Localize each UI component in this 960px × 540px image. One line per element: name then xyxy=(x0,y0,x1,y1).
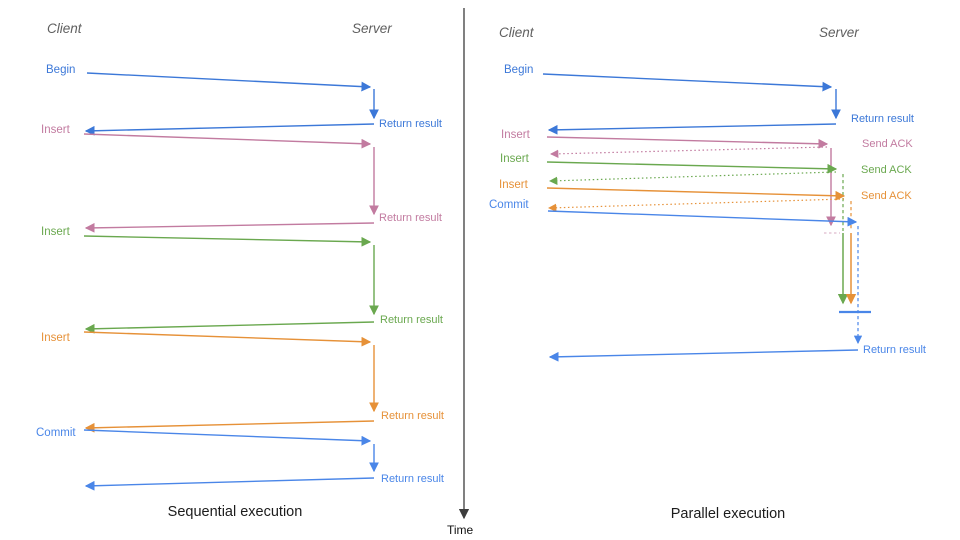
insert1-request-arrow xyxy=(83,133,372,149)
right-insert1-ack-label: Send ACK xyxy=(862,138,913,150)
left-begin-label: Begin xyxy=(46,64,76,76)
begin-return-arrow xyxy=(547,123,837,135)
right-begin-result-label: Return result xyxy=(851,113,914,125)
left-insert3-result-label: Return result xyxy=(381,410,444,422)
insert1-request-arrow xyxy=(546,136,829,149)
insert1-return-arrow xyxy=(84,222,375,233)
begin-request-arrow xyxy=(86,72,372,92)
left-begin-result-label: Return result xyxy=(379,118,442,130)
left-op-insert1 xyxy=(83,133,379,233)
left-insert2-result-label: Return result xyxy=(380,314,443,326)
right-panel-caption: Parallel execution xyxy=(670,506,786,522)
commit-request-arrow xyxy=(83,429,372,446)
insert2-ack-arrow xyxy=(548,171,837,185)
left-panel-caption: Sequential execution xyxy=(167,504,303,520)
time-axis-label: Time xyxy=(447,523,474,537)
insert3-request-arrow xyxy=(546,187,846,201)
final-return-arrow xyxy=(548,349,859,362)
left-commit-result-label: Return result xyxy=(381,473,444,485)
begin-return-arrow xyxy=(84,123,375,136)
insert2-return-arrow xyxy=(84,321,375,334)
left-insert1-label: Insert xyxy=(41,124,70,136)
left-op-begin xyxy=(84,72,379,136)
insert2-request-arrow xyxy=(546,161,838,174)
commit-return-arrow xyxy=(84,477,375,491)
left-op-insert2 xyxy=(83,235,379,334)
right-op-insert1 xyxy=(546,136,840,234)
right-client-header: Client xyxy=(499,25,534,40)
left-insert2-label: Insert xyxy=(41,226,70,238)
insert3-ack-arrow xyxy=(547,198,845,212)
left-insert1-result-label: Return result xyxy=(379,212,442,224)
insert3-request-arrow xyxy=(83,331,372,347)
right-op-begin xyxy=(542,73,841,135)
begin-request-arrow xyxy=(542,73,833,92)
insert3-return-arrow xyxy=(84,420,375,433)
right-insert3-label: Insert xyxy=(499,179,528,191)
right-insert2-ack-label: Send ACK xyxy=(861,164,912,176)
right-insert3-ack-label: Send ACK xyxy=(861,190,912,202)
left-op-insert3 xyxy=(83,331,379,433)
right-server-header: Server xyxy=(819,25,859,40)
left-insert3-label: Insert xyxy=(41,332,70,344)
insert1-ack-arrow xyxy=(549,146,828,159)
right-commit-label: Commit xyxy=(489,199,529,211)
left-commit-label: Commit xyxy=(36,427,76,439)
right-op-commit xyxy=(547,210,871,362)
right-insert2-label: Insert xyxy=(500,153,529,165)
right-begin-label: Begin xyxy=(504,64,534,76)
right-op-insert2 xyxy=(546,161,849,305)
right-final-result-label: Return result xyxy=(863,344,926,356)
commit-request-arrow xyxy=(547,210,858,227)
insert2-request-arrow xyxy=(83,235,372,247)
right-op-insert3 xyxy=(546,187,857,305)
left-op-commit xyxy=(83,429,379,491)
left-server-header: Server xyxy=(352,21,392,36)
left-client-header: Client xyxy=(47,21,82,36)
right-insert1-label: Insert xyxy=(501,129,530,141)
